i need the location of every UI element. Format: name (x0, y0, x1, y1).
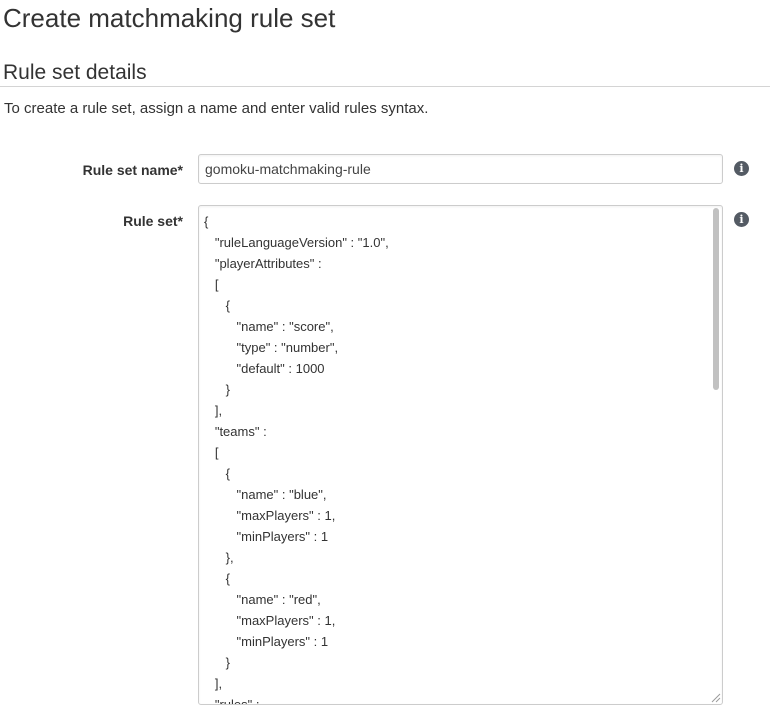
code-line: [ (204, 445, 219, 460)
code-line: { (204, 214, 209, 229)
code-line: "default" : 1000 (204, 361, 325, 376)
code-line: ], (204, 676, 223, 691)
info-icon[interactable]: i (734, 161, 749, 176)
code-line: "minPlayers" : 1 (204, 529, 329, 544)
section-title: Rule set details (3, 61, 147, 84)
code-line: "playerAttributes" : (204, 256, 322, 271)
section-description: To create a rule set, assign a name and … (4, 100, 429, 117)
code-line: "type" : "number", (204, 340, 339, 355)
scrollbar-thumb[interactable] (713, 208, 719, 390)
code-line: "minPlayers" : 1 (204, 634, 329, 649)
code-line: }, (204, 550, 234, 565)
info-icon[interactable]: i (734, 212, 749, 227)
code-line: "name" : "blue", (204, 487, 327, 502)
vertical-scrollbar[interactable] (712, 208, 721, 692)
code-line: } (204, 382, 231, 397)
code-line: "maxPlayers" : 1, (204, 613, 336, 628)
page-title: Create matchmaking rule set (3, 3, 336, 33)
rule-set-label: Rule set* (123, 213, 183, 229)
code-line: "name" : "score", (204, 319, 334, 334)
code-line: { (204, 298, 231, 313)
code-line: "maxPlayers" : 1, (204, 508, 336, 523)
code-line: "name" : "red", (204, 592, 321, 607)
code-line: } (204, 655, 231, 670)
rule-set-name-label: Rule set name* (82, 162, 183, 178)
resize-handle-icon[interactable] (711, 693, 721, 703)
rule-set-textarea[interactable]: { "ruleLanguageVersion" : "1.0", "player… (198, 205, 723, 705)
code-line: "ruleLanguageVersion" : "1.0", (204, 235, 389, 250)
code-line: { (204, 466, 231, 481)
code-line: "teams" : (204, 424, 267, 439)
code-line: [ (204, 277, 219, 292)
code-line: { (204, 571, 231, 586)
rule-set-name-input[interactable] (198, 154, 723, 184)
section-divider (0, 86, 770, 87)
code-line: "rules" : (204, 697, 260, 705)
code-line: ], (204, 403, 223, 418)
rule-set-code: { "ruleLanguageVersion" : "1.0", "player… (204, 211, 389, 705)
